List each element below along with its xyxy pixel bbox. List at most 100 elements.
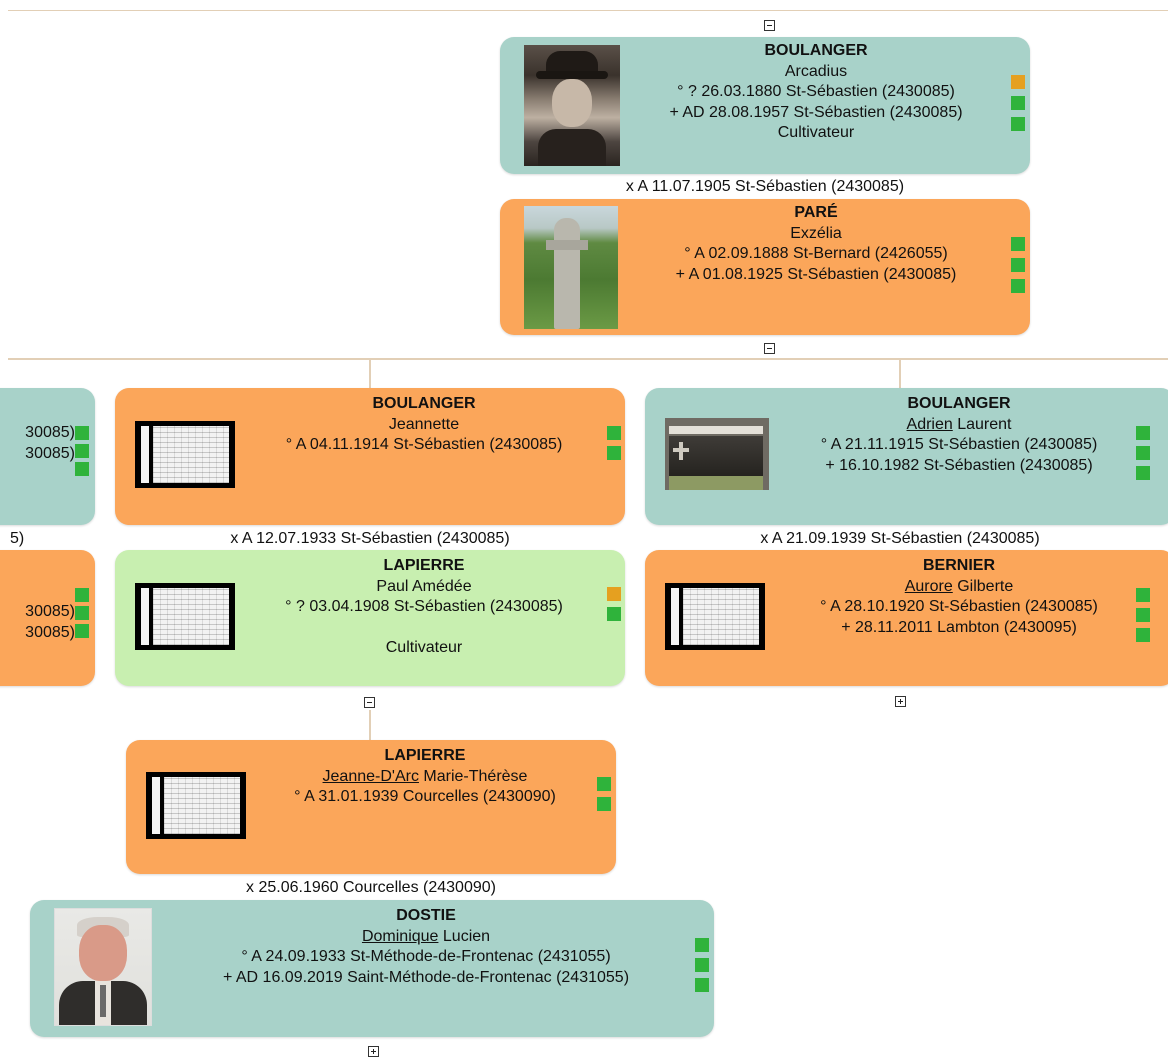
document-photo [135,583,235,650]
top-horizontal-line [8,10,1168,11]
person-card-jeannette[interactable]: BOULANGER Jeannette ° A 04.11.1914 St-Sé… [115,388,625,525]
partial-death: 30085) [25,623,75,641]
given-name: Exzélia [790,224,842,242]
document-photo [135,421,235,488]
gravestone-photo [524,206,618,329]
source-marker[interactable] [75,426,89,440]
source-marker[interactable] [75,588,89,602]
portrait-photo [54,908,152,1026]
marriage-partial: 5) [10,530,25,547]
given-name: Arcadius [784,62,848,80]
given-name: Jeanne-D'Arc Marie-Thérèse [250,767,600,788]
collapse-toggle-paul[interactable] [364,697,375,708]
person-card-jeanne[interactable]: LAPIERRE Jeanne-D'Arc Marie-Thérèse ° A … [126,740,616,874]
source-marker[interactable] [695,938,709,952]
source-marker[interactable] [1011,75,1025,89]
marriage-jeannette-paul: x A 12.07.1933 St-Sébastien (2430085) [230,530,510,547]
surname: BOULANGER [372,395,476,412]
source-marker[interactable] [75,444,89,458]
expand-toggle-dominique[interactable] [368,1046,379,1057]
person-card-partial-bottom[interactable]: 30085) 30085) [0,550,95,686]
surname: DOSTIE [396,907,456,924]
source-marker[interactable] [695,958,709,972]
source-marker[interactable] [607,446,621,460]
surname: LAPIERRE [383,557,465,574]
person-card-dominique[interactable]: DOSTIE Dominique Lucien ° A 24.09.1933 S… [30,900,714,1037]
marriage-adrien-aurore: x A 21.09.1939 St-Sébastien (2430085) [760,530,1040,547]
birth-info: ° A 04.11.1914 St-Sébastien (2430085) [285,436,563,453]
portrait-photo [524,45,620,166]
given-name: Dominique Lucien [156,927,696,948]
document-photo [665,583,765,650]
person-card-aurore[interactable]: BERNIER Aurore Gilberte ° A 28.10.1920 S… [645,550,1168,686]
source-marker[interactable] [1136,466,1150,480]
children-horizontal-line [8,358,1168,360]
person-card-paul[interactable]: LAPIERRE Paul Amédée ° ? 03.04.1908 St-S… [115,550,625,686]
source-marker[interactable] [695,978,709,992]
death-info: + A 01.08.1925 St-Sébastien (2430085) [675,265,957,283]
occupation: Cultivateur [777,124,855,141]
given-name-rest: Laurent [957,415,1012,433]
source-marker[interactable] [607,587,621,601]
person-card-arcadius[interactable]: BOULANGER Arcadius ° ? 26.03.1880 St-Séb… [500,37,1030,174]
marriage-arcadius-exzelia: x A 11.07.1905 St-Sébastien (2430085) [625,178,905,195]
given-name-underlined: Aurore [904,577,953,595]
collapse-toggle-top[interactable] [764,20,775,31]
source-marker[interactable] [1136,628,1150,642]
connector-adrien [899,360,901,388]
given-name-rest: Gilberte [957,577,1014,595]
person-card-partial-top[interactable]: 30085) 30085) [0,388,95,525]
person-card-adrien[interactable]: BOULANGER Adrien Laurent ° A 21.11.1915 … [645,388,1168,525]
source-marker[interactable] [1011,237,1025,251]
birth-info: ° ? 26.03.1880 St-Sébastien (2430085) [677,83,955,100]
birth-info: ° A 02.09.1888 St-Bernard (2426055) [684,245,948,262]
source-marker[interactable] [1136,588,1150,602]
marriage-jeanne-dominique: x 25.06.1960 Courcelles (2430090) [246,879,496,896]
source-marker[interactable] [75,462,89,476]
occupation: Cultivateur [385,638,463,656]
source-marker[interactable] [607,426,621,440]
source-marker[interactable] [1011,279,1025,293]
death-info: + AD 16.09.2019 Saint-Méthode-de-Fronten… [222,968,630,986]
given-name-underlined: Adrien [906,415,953,433]
partial-birth: 30085) [25,603,75,620]
birth-info: ° ? 03.04.1908 St-Sébastien (2430085) [285,598,563,615]
source-marker[interactable] [1136,446,1150,460]
given-name: Adrien Laurent [769,415,1149,436]
gravestone-photo [665,418,769,490]
source-marker[interactable] [597,777,611,791]
given-name-rest: Marie-Thérèse [423,767,528,785]
death-info: + AD 28.08.1957 St-Sébastien (2430085) [669,103,963,121]
source-marker[interactable] [597,797,611,811]
source-marker[interactable] [1011,117,1025,131]
given-name: Jeannette [388,415,460,433]
expand-toggle-aurore[interactable] [895,696,906,707]
person-card-exzelia[interactable]: PARÉ Exzélia ° A 02.09.1888 St-Bernard (… [500,199,1030,335]
source-marker[interactable] [1011,96,1025,110]
birth-info: ° A 24.09.1933 St-Méthode-de-Frontenac (… [241,948,611,965]
surname: BOULANGER [907,395,1011,412]
birth-info: ° A 21.11.1915 St-Sébastien (2430085) [820,436,1098,453]
birth-info: ° A 31.01.1939 Courcelles (2430090) [294,788,556,805]
source-marker[interactable] [1011,258,1025,272]
source-marker[interactable] [1136,608,1150,622]
source-marker[interactable] [607,607,621,621]
partial-birth: 30085) [25,424,75,441]
connector-jeannette [369,360,371,388]
given-name-underlined: Jeanne-D'Arc [322,767,419,785]
source-marker[interactable] [1136,426,1150,440]
given-name: Aurore Gilberte [769,577,1149,598]
given-name: Paul Amédée [376,577,472,595]
partial-death: 30085) [25,444,75,462]
given-name-rest: Lucien [442,927,491,945]
given-name-underlined: Dominique [361,927,439,945]
death-info: + 16.10.1982 St-Sébastien (2430085) [825,456,1093,474]
surname: PARÉ [794,204,838,221]
source-marker[interactable] [75,606,89,620]
collapse-toggle-children[interactable] [764,343,775,354]
surname: BOULANGER [764,42,868,59]
birth-info: ° A 28.10.1920 St-Sébastien (2430085) [820,598,1098,615]
connector-jeanne [369,710,371,740]
source-marker[interactable] [75,624,89,638]
death-info: + 28.11.2011 Lambton (2430095) [841,618,1077,636]
